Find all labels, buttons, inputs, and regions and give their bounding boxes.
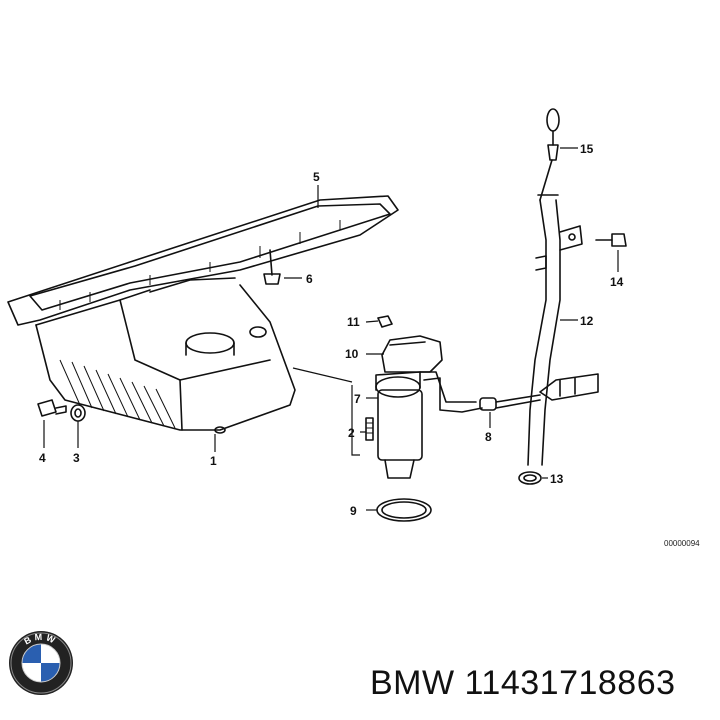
- seal-13: [518, 471, 542, 485]
- callout-13: 13: [550, 472, 564, 486]
- washer-3: [70, 404, 86, 422]
- callout-4: 4: [39, 451, 46, 465]
- callout-10: 10: [345, 347, 359, 361]
- part-number: BMW 11431718863: [370, 664, 676, 703]
- nut-11: [377, 315, 393, 328]
- sensor-cable-8: [419, 371, 541, 413]
- bolt-14: [595, 233, 627, 247]
- bmw-logo-icon: BMW: [9, 631, 73, 695]
- oil-level-sensor: [375, 371, 423, 479]
- callout-7: 7: [354, 392, 361, 406]
- callout-6: 6: [306, 272, 313, 286]
- callout-1: 1: [210, 454, 217, 468]
- callout-2: 2: [348, 426, 355, 440]
- callout-14: 14: [610, 275, 624, 289]
- callout-11: 11: [347, 315, 360, 329]
- callout-5: 5: [313, 170, 320, 184]
- parts-diagram: 5 6 1 4 3 11 10 7 2 8 9 13 12 14 15 0000…: [7, 108, 700, 548]
- callout-9: 9: [350, 504, 357, 518]
- logo-lettering: BMW: [22, 632, 59, 647]
- leader-lines: [43, 147, 619, 511]
- brand-name: BMW: [370, 664, 455, 702]
- drain-plug-4: [37, 399, 67, 417]
- callout-15: 15: [580, 142, 594, 156]
- stud-2: [365, 417, 374, 441]
- oil-pan: [7, 195, 399, 434]
- bolt-6: [263, 249, 281, 285]
- dipstick-15: [539, 108, 560, 201]
- part-number-value: 11431718863: [464, 664, 676, 702]
- drawing-code: 00000094: [664, 539, 700, 548]
- sensor-cover-10: [381, 335, 443, 373]
- callout-3: 3: [73, 451, 80, 465]
- callout-8: 8: [485, 430, 492, 444]
- dipstick-tube-12: [527, 194, 583, 466]
- seal-ring-9: [376, 498, 432, 522]
- electrical-connector: [539, 373, 599, 401]
- callout-labels: 5 6 1 4 3 11 10 7 2 8 9 13 12 14 15 0000…: [39, 142, 700, 548]
- callout-12: 12: [580, 314, 594, 328]
